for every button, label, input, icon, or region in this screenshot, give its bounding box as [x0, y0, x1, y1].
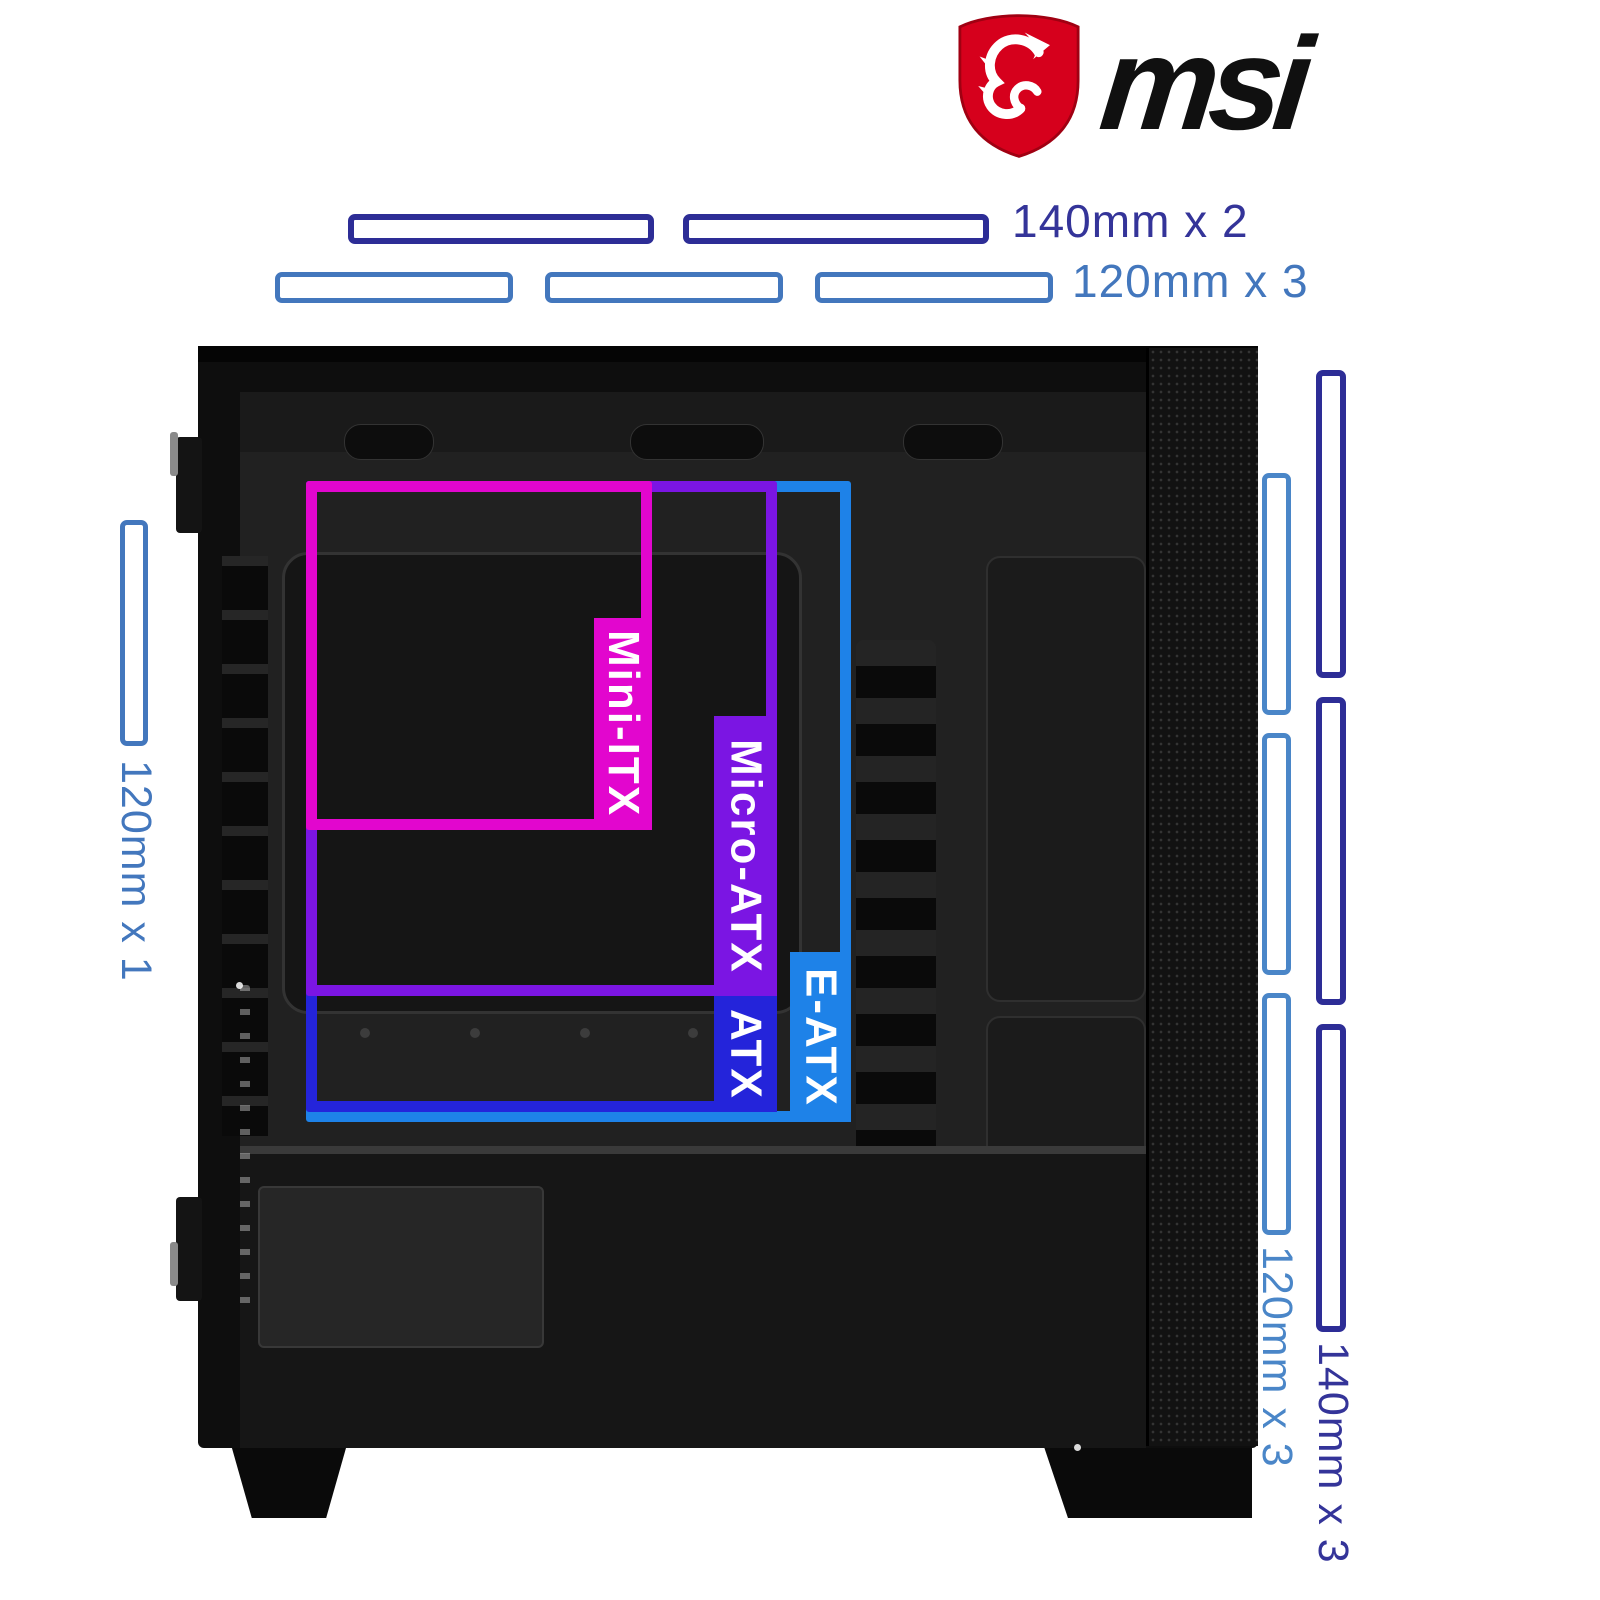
- cable-grommet-column: [856, 640, 936, 1212]
- rear-fan-label-120: 120mm x 1: [112, 760, 160, 982]
- cable-grommet-top-1: [344, 424, 434, 460]
- top-fan-slot-120-3: [815, 272, 1053, 303]
- mini-itx-label: Mini-ITX: [594, 618, 652, 830]
- case-foot-right: [1044, 1448, 1252, 1518]
- front-fan-slot-140-1: [1316, 370, 1346, 678]
- front-fan-slot-120-3: [1262, 993, 1291, 1235]
- rear-pin-top: [170, 432, 178, 476]
- top-fan-slot-140-2: [683, 214, 989, 244]
- micro-atx-label: Micro-ATX: [714, 716, 777, 996]
- msi-wordmark: msi: [1094, 10, 1311, 157]
- top-fan-slot-140-1: [348, 214, 654, 244]
- cable-grommet-top-3: [903, 424, 1003, 460]
- case-foot-left: [231, 1448, 346, 1518]
- front-fan-slot-120-1: [1262, 473, 1291, 715]
- cable-grommet-top-2: [630, 424, 764, 460]
- rear-tab-top: [176, 437, 202, 533]
- reflection-dot: [1074, 1444, 1081, 1451]
- front-fan-label-140: 140mm x 3: [1309, 1342, 1357, 1564]
- expansion-slot-rail: [222, 556, 268, 1136]
- standoff-dot: [470, 1028, 480, 1038]
- standoff-dot: [360, 1028, 370, 1038]
- e-atx-label: E-ATX: [790, 952, 851, 1122]
- psu-window: [258, 1186, 544, 1348]
- slot-cover-highlights: [240, 985, 250, 1315]
- front-fan-label-120: 120mm x 3: [1253, 1246, 1301, 1468]
- top-fan-slot-120-1: [275, 272, 513, 303]
- atx-label: ATX: [714, 996, 777, 1112]
- front-fan-slot-140-3: [1316, 1024, 1346, 1332]
- standoff-dot: [580, 1028, 590, 1038]
- case-top-lip: [198, 346, 1258, 362]
- rear-tab-bottom: [176, 1197, 202, 1301]
- front-fan-slot-140-2: [1316, 697, 1346, 1005]
- top-fan-slot-120-2: [545, 272, 783, 303]
- psu-shroud-ridge: [240, 1146, 1146, 1154]
- front-fan-plate-upper: [986, 556, 1146, 1002]
- msi-logo: [948, 10, 1090, 162]
- front-mesh-panel: [1146, 348, 1258, 1446]
- rear-pin-bottom: [170, 1242, 178, 1286]
- rear-fan-slot-120: [120, 520, 148, 746]
- reflection-dot: [236, 982, 243, 989]
- front-fan-slot-120-2: [1262, 733, 1291, 975]
- msi-dragon-icon: [978, 32, 1050, 119]
- standoff-dot: [688, 1028, 698, 1038]
- top-fan-label-140: 140mm x 2: [1012, 195, 1249, 247]
- top-fan-label-120: 120mm x 3: [1072, 255, 1309, 307]
- msi-shield-icon: [958, 14, 1080, 158]
